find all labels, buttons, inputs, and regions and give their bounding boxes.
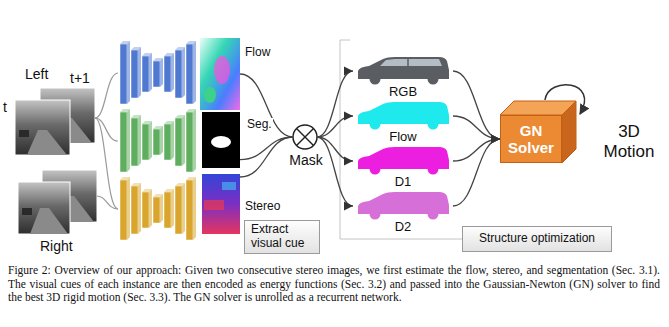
connector	[453, 71, 500, 139]
segmentation-map	[202, 112, 240, 168]
photo-frame	[18, 182, 70, 234]
stage-label-box: Extract visual cue	[244, 220, 320, 254]
flow-car	[358, 102, 449, 130]
connector	[453, 139, 500, 206]
node-label: Extract visual cue	[251, 223, 313, 251]
node-label: Stereo	[244, 200, 281, 214]
node-label: Structure optimization	[479, 232, 595, 246]
stereo-output-image: Stereo	[202, 174, 240, 234]
connector	[317, 116, 353, 137]
rgb-car	[358, 57, 449, 85]
cube-side	[562, 101, 576, 163]
flow-output-image: Flow	[200, 38, 240, 110]
node-label: RGB	[353, 85, 453, 100]
photo-road	[27, 130, 67, 155]
label-holder: t	[3, 99, 7, 115]
photo-car	[22, 208, 32, 215]
car-pillar	[407, 59, 409, 66]
gn-solver-cube: GN Solver	[500, 115, 562, 163]
frame-label: t+1	[70, 70, 90, 86]
input-wire	[95, 118, 118, 209]
label-holder: t+1	[70, 70, 90, 86]
mask-operator: Mask	[293, 125, 317, 149]
flow-blob	[214, 56, 230, 84]
label-holder: 3D Motion	[596, 122, 662, 161]
frame-label: t	[3, 99, 7, 115]
input-wires	[95, 73, 118, 209]
node-label: D2	[353, 220, 453, 235]
flow-network	[120, 41, 196, 104]
connector	[453, 139, 500, 161]
connector	[317, 71, 353, 137]
car-window	[380, 59, 442, 66]
photo-car	[19, 130, 29, 137]
connector	[453, 116, 500, 139]
segmentation-output-image: Seg.	[202, 112, 240, 168]
mask-cross	[297, 129, 314, 146]
segmentation-network	[120, 109, 196, 172]
segmentation-blob	[211, 136, 231, 148]
right-frames	[18, 170, 97, 234]
photo-road	[30, 208, 68, 234]
label-holder: Left	[25, 66, 48, 82]
mask-circle	[293, 125, 317, 149]
node-label: Flow	[244, 46, 271, 60]
mask-cross	[297, 129, 314, 146]
connector	[240, 74, 293, 137]
figure-caption: Figure 2: Overview of our approach: Give…	[8, 264, 660, 305]
input-wire	[95, 73, 118, 118]
disparity-map	[202, 174, 240, 234]
node-label: GN Solver	[505, 122, 557, 157]
disparity1-car	[358, 147, 449, 175]
photo-frame	[15, 100, 70, 155]
stage-bracket	[340, 40, 462, 239]
node-label: Flow	[353, 130, 453, 145]
stage-label-box: Structure optimization	[462, 226, 612, 252]
recurrent-loop	[545, 85, 585, 114]
input-wire	[97, 196, 118, 209]
instance-cue: RGB	[353, 55, 453, 101]
left-frames	[15, 88, 95, 155]
node-label: Mask	[285, 152, 327, 168]
frame-label: Right	[40, 238, 73, 254]
disparity2-car	[358, 192, 449, 220]
instance-cue: Flow	[353, 100, 453, 146]
frame-label: Left	[25, 66, 48, 82]
disparity-patch	[222, 182, 236, 190]
flow-map	[200, 38, 240, 110]
stereo-network	[120, 177, 196, 240]
caption-holder: Figure 2: Overview of our approach: Give…	[8, 264, 660, 305]
node-label: Seg.	[246, 118, 273, 132]
disparity-patch	[204, 200, 224, 210]
instance-cue: D2	[353, 190, 453, 236]
flow-blob	[204, 87, 216, 103]
instance-cue: D1	[353, 145, 453, 191]
output-label: 3D Motion	[596, 122, 662, 161]
node-label: D1	[353, 175, 453, 190]
label-holder: Right	[40, 238, 73, 254]
connector	[317, 137, 353, 206]
